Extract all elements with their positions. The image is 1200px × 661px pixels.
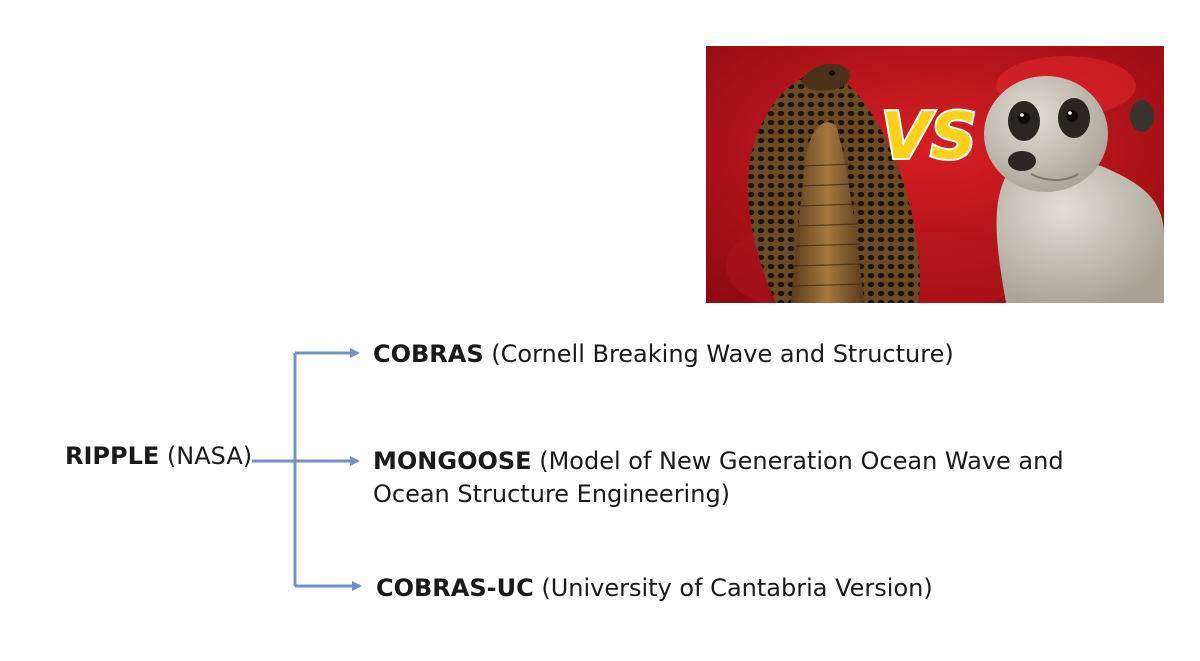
child-node-detail: (Model of New Generation Ocean Wave and (539, 447, 1064, 475)
child-node-cobras: COBRAS (Cornell Breaking Wave and Struct… (373, 338, 954, 371)
child-node-detail: (Cornell Breaking Wave and Structure) (491, 340, 954, 368)
child-node-mongoose: MONGOOSE (Model of New Generation Ocean … (373, 445, 1064, 511)
root-node-ripple: RIPPLE (NASA) (65, 440, 252, 473)
vs-text: VS (881, 100, 977, 174)
cobra-vs-meerkat-image: VS (706, 46, 1164, 303)
root-node-detail: (NASA) (166, 442, 253, 470)
root-node-name: RIPPLE (65, 442, 160, 470)
meerkat-figure (984, 76, 1164, 303)
child-node-name: COBRAS (373, 340, 484, 368)
child-node-cobras-uc: COBRAS-UC (University of Cantabria Versi… (376, 572, 933, 605)
child-node-name: MONGOOSE (373, 447, 532, 475)
cobra-figure (747, 63, 921, 303)
child-node-detail: (University of Cantabria Version) (541, 574, 933, 602)
child-node-name: COBRAS-UC (376, 574, 534, 602)
child-node-detail-line2: Ocean Structure Engineering) (373, 480, 731, 508)
